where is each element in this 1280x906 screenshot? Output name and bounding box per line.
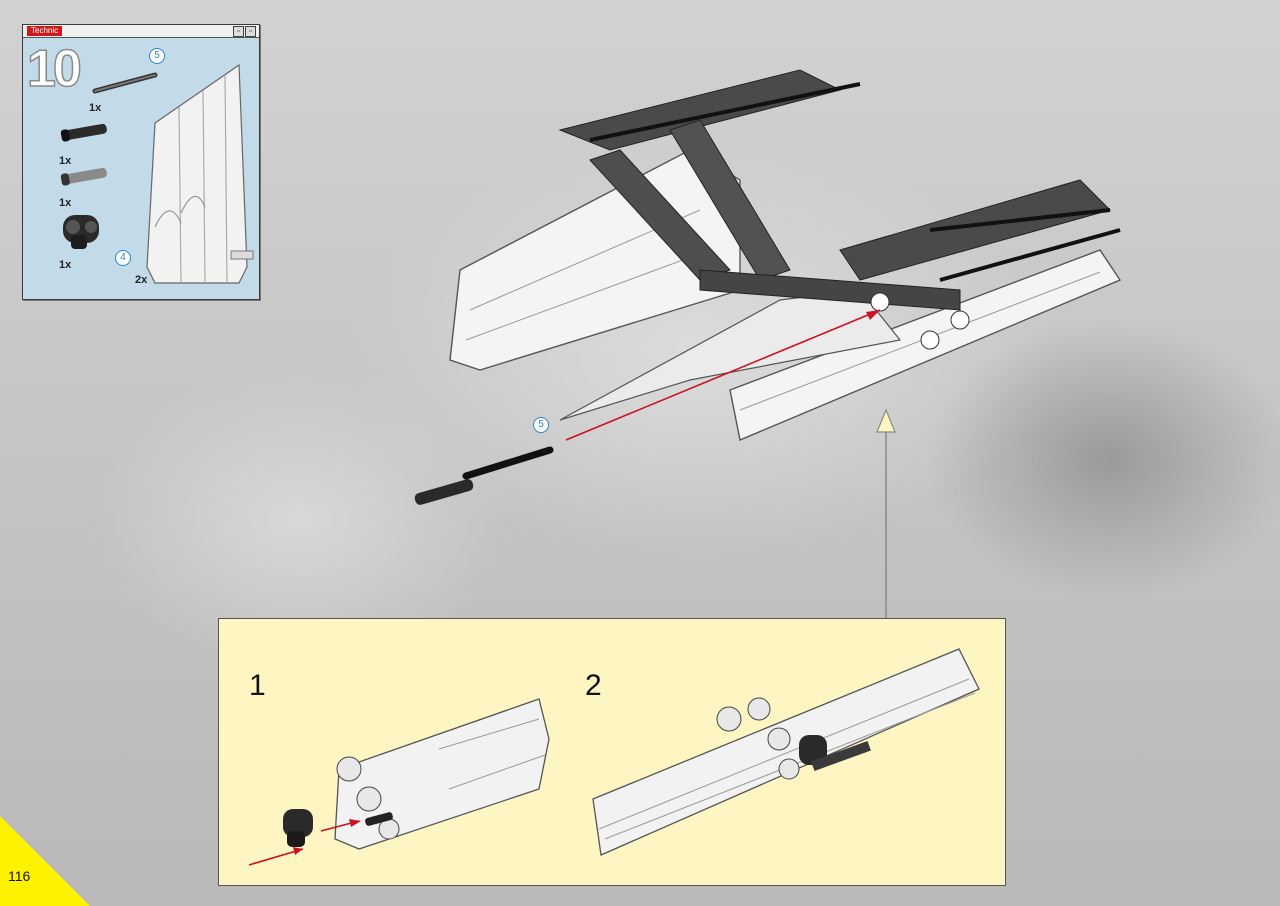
part-quantity: 2x	[135, 274, 148, 286]
main-model-illustration	[449, 69, 1122, 441]
parts-list-box: Technic ▫ ▫ 10 5 1x 1x 1x 1x 4 2x	[22, 24, 260, 300]
brand-label: Technic	[27, 26, 63, 36]
page-number: 116	[8, 868, 31, 884]
substep-1-illustration	[248, 698, 550, 866]
part-quantity: 1x	[59, 197, 72, 209]
grey-axle-pin-icon	[60, 167, 107, 186]
wing-panel-part-icon	[146, 63, 254, 284]
substep-number: 1	[249, 669, 266, 702]
substep-number: 2	[585, 669, 602, 702]
page-corner-triangle	[0, 816, 90, 906]
part-quantity: 1x	[59, 259, 72, 271]
parts-box-titlebar: Technic ▫ ▫	[23, 25, 259, 38]
axle-part-icon	[92, 72, 158, 94]
black-axle-pin-icon	[60, 123, 107, 142]
length-callout: 5	[149, 48, 165, 64]
length-callout: 5	[533, 417, 549, 433]
part-quantity: 1x	[59, 155, 72, 167]
page-corner-tab	[0, 816, 90, 906]
subassembly-panel: 1 2	[218, 618, 1006, 886]
window-box-icon: ▫	[233, 26, 244, 37]
subassembly-pointer-arrow	[876, 408, 896, 618]
step-number: 10	[26, 39, 82, 99]
window-box-icon: ▫	[245, 26, 256, 37]
substep-2-illustration	[592, 648, 980, 856]
length-callout: 4	[115, 250, 131, 266]
insert-axle-arrow	[414, 309, 881, 505]
part-quantity: 1x	[89, 102, 102, 114]
pin-joiner-icon	[63, 215, 99, 249]
